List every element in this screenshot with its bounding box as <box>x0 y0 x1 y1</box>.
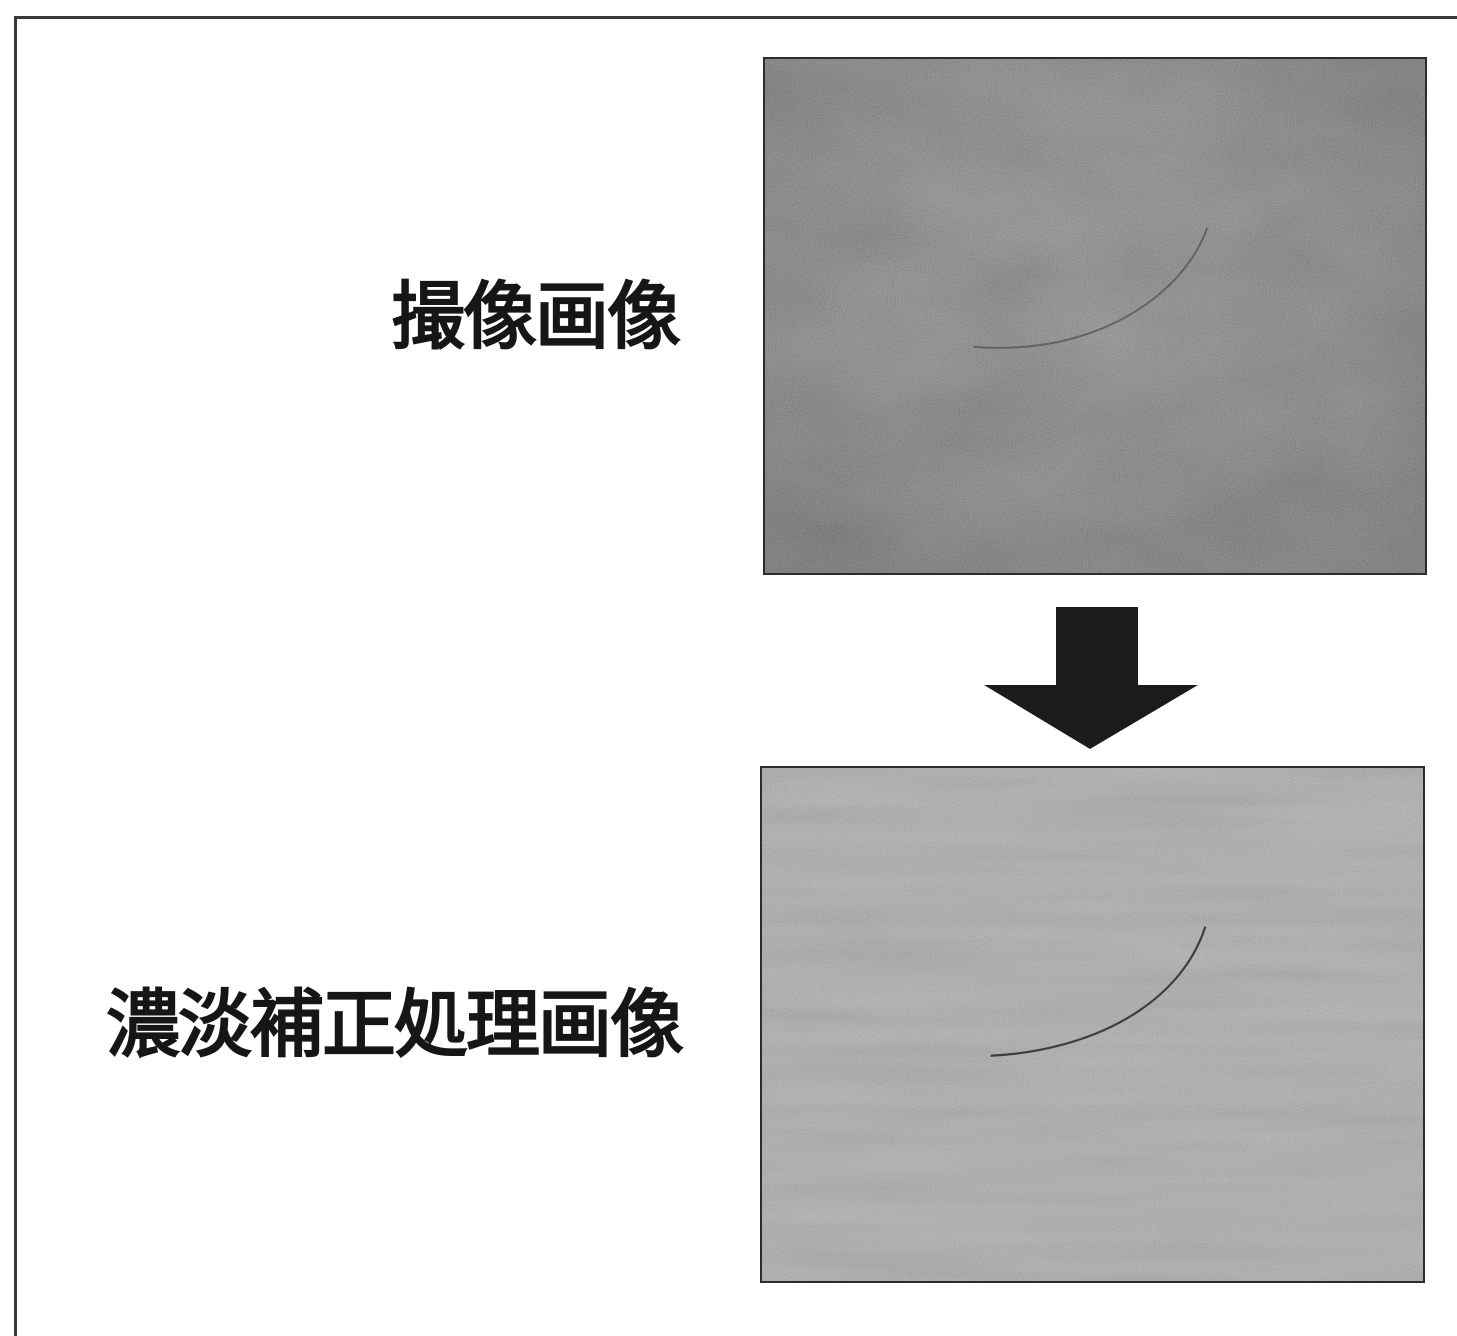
figure-frame <box>14 16 1457 1336</box>
captured-image-label: 撮像画像 <box>391 274 681 360</box>
captured-image <box>763 57 1427 575</box>
corrected-image <box>760 766 1425 1283</box>
corrected-image-texture <box>762 768 1423 1281</box>
corrected-image-label: 濃淡補正処理画像 <box>106 982 684 1068</box>
captured-image-texture <box>765 59 1425 573</box>
down-arrow-icon <box>982 607 1200 751</box>
